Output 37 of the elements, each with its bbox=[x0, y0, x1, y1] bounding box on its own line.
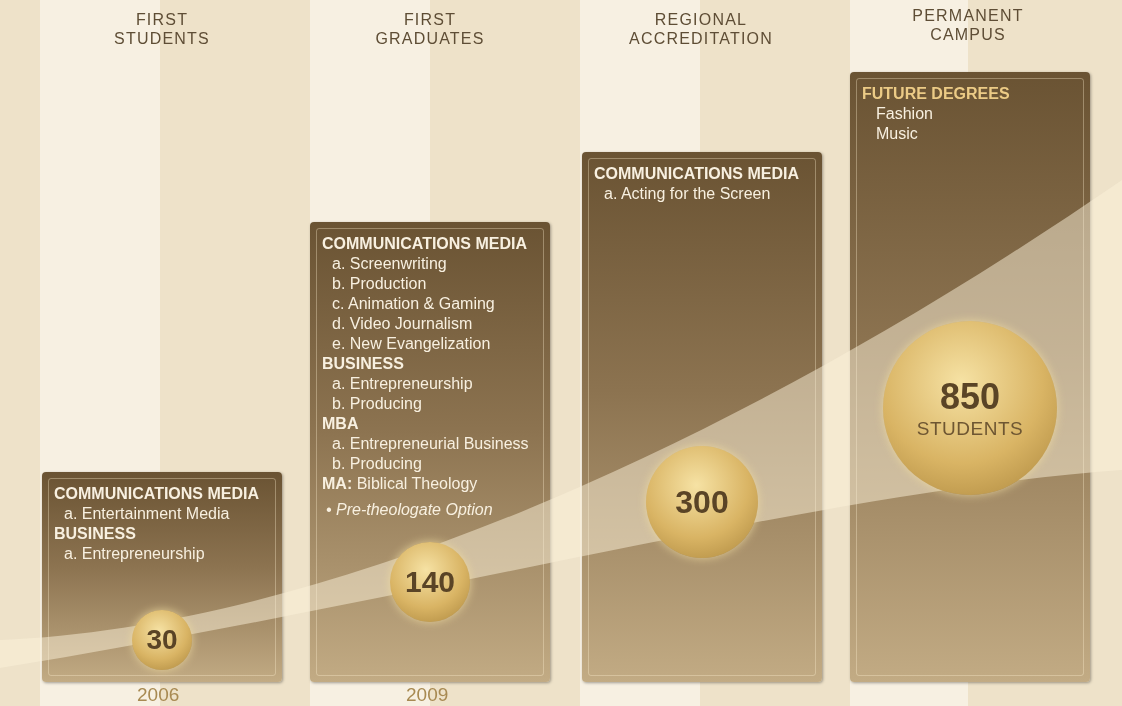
student-count: 140 bbox=[404, 565, 456, 599]
program-item: a. Acting for the Screen bbox=[604, 184, 771, 204]
program-item: c. Animation & Gaming bbox=[332, 294, 495, 314]
program-item: b. Producing bbox=[332, 394, 422, 414]
program-item: b. Production bbox=[332, 274, 427, 294]
milestone-heading: FIRST GRADUATES bbox=[374, 10, 486, 48]
program-item: d. Video Journalism bbox=[332, 314, 473, 334]
program-item: Music bbox=[876, 124, 918, 144]
milestone-heading: FIRST STUDENTS bbox=[113, 10, 211, 48]
program-item: e. New Evangelization bbox=[332, 334, 491, 354]
category-heading: COMMUNICATIONS MEDIA bbox=[322, 234, 528, 254]
category-heading: BUSINESS bbox=[322, 354, 404, 374]
year-label: 2009 bbox=[406, 684, 449, 706]
student-count: 30 bbox=[146, 624, 178, 656]
category-heading: BUSINESS bbox=[54, 524, 136, 544]
student-count: 300 bbox=[675, 483, 729, 521]
note-text: • Pre-theologate Option bbox=[326, 500, 493, 520]
milestone-heading: REGIONAL ACCREDITATION bbox=[628, 10, 774, 48]
category-heading: FUTURE DEGREES bbox=[862, 84, 1010, 104]
program-item: a. Entrepreneurial Business bbox=[332, 434, 529, 454]
program-item: b. Producing bbox=[332, 454, 422, 474]
student-count-circle bbox=[390, 542, 470, 622]
category-heading: COMMUNICATIONS MEDIA bbox=[54, 484, 260, 504]
student-count-circle bbox=[132, 610, 192, 670]
milestone-heading: PERMANENT CAMPUS bbox=[911, 6, 1025, 44]
category-heading: MBA bbox=[322, 414, 359, 434]
student-count-circle bbox=[646, 446, 758, 558]
program-item: a. Screenwriting bbox=[332, 254, 447, 274]
category-heading: COMMUNICATIONS MEDIA bbox=[594, 164, 800, 184]
program-item: a. Entrepreneurship bbox=[64, 544, 205, 564]
program-item: a. Entertainment Media bbox=[64, 504, 230, 524]
student-count: 850 bbox=[939, 376, 1001, 418]
count-caption: STUDENTS bbox=[916, 418, 1024, 440]
year-label: 2006 bbox=[137, 684, 180, 706]
program-item: a. Entrepreneurship bbox=[332, 374, 473, 394]
program-item: Fashion bbox=[876, 104, 933, 124]
program-item: MA: Biblical Theology bbox=[322, 474, 478, 494]
